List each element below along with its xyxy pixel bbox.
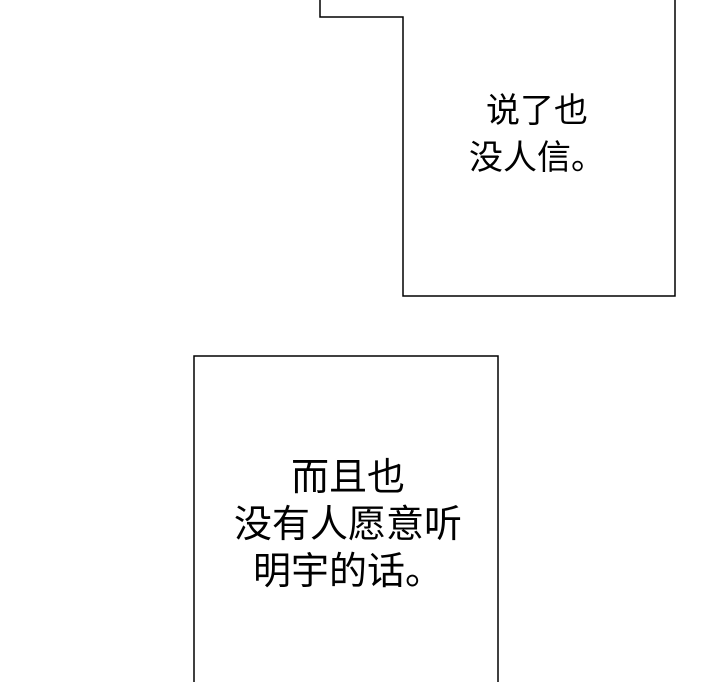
caption-line: 而且也	[290, 455, 405, 499]
panel-frame-top	[319, 0, 676, 297]
caption-line: 说了也	[486, 91, 588, 131]
caption-top: 说了也 没人信。	[437, 88, 637, 182]
caption-line: 没人信。	[469, 138, 605, 178]
panel-frame-bottom	[193, 355, 499, 682]
caption-bottom: 而且也 没有人愿意听 明宇的话。	[218, 454, 478, 595]
caption-line: 没有人愿意听	[233, 502, 462, 546]
caption-line: 明宇的话。	[252, 549, 443, 593]
